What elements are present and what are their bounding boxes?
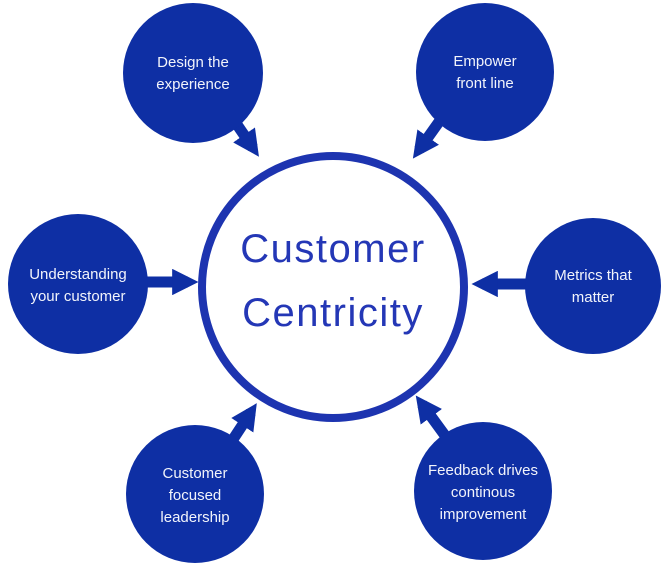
satellite-circle-metrics: [525, 218, 661, 354]
satellite-customer-focused-leadership: Customer focused leadership: [126, 425, 264, 563]
satellite-label-metrics-line-2: matter: [572, 289, 615, 306]
satellite-circle-design: [123, 3, 263, 143]
satellite-label-design-line-1: Design the: [157, 54, 229, 71]
satellite-circle-feedback: [414, 422, 552, 560]
satellite-label-leadership-line-1: Customer: [162, 465, 227, 482]
satellite-label-leadership-line-3: leadership: [160, 509, 229, 526]
satellite-label-empower-line-2: front line: [456, 75, 514, 92]
hub-customer-centricity: Customer Centricity: [198, 152, 468, 422]
satellite-empower-front-line: Empower front line: [416, 3, 554, 141]
satellite-feedback-drives-improvement: Feedback drives continous improvement: [414, 422, 552, 560]
satellite-label-empower-line-1: Empower: [453, 53, 516, 70]
satellite-metrics-that-matter: Metrics that matter: [525, 218, 661, 354]
satellite-label-feedback-line-2: continous: [451, 484, 515, 501]
satellite-circle-empower: [416, 3, 554, 141]
hub-circle: [198, 152, 468, 422]
satellite-label-design-line-2: experience: [156, 76, 229, 93]
satellite-label-feedback-line-3: improvement: [440, 506, 528, 523]
hub-title-line-2: Centricity: [242, 291, 424, 335]
satellite-understanding-your-customer: Understanding your customer: [8, 214, 148, 354]
satellite-label-metrics-line-1: Metrics that: [554, 267, 632, 284]
satellite-circle-leadership: [126, 425, 264, 563]
satellite-label-leadership-line-2: focused: [169, 487, 222, 504]
satellite-circle-understanding: [8, 214, 148, 354]
satellite-label-understanding-line-1: Understanding: [29, 266, 127, 283]
satellite-design-the-experience: Design the experience: [123, 3, 263, 143]
satellite-label-feedback-line-1: Feedback drives: [428, 462, 538, 479]
satellite-label-understanding-line-2: your customer: [30, 288, 125, 305]
hub-title-line-1: Customer: [240, 227, 425, 271]
